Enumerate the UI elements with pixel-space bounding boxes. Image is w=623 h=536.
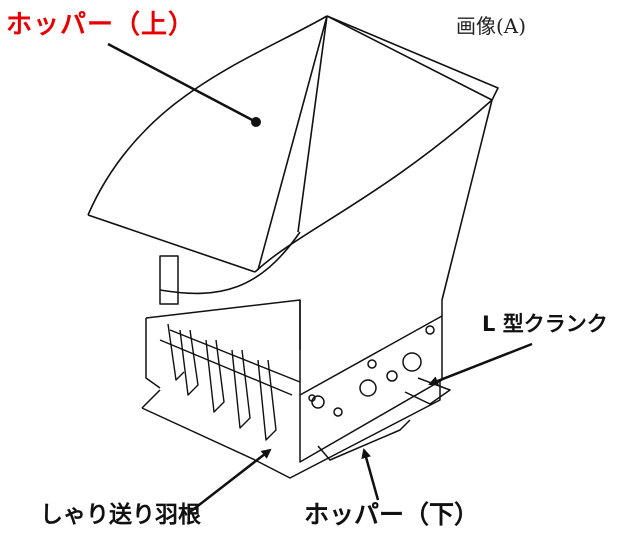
lower-hopper-shape bbox=[141, 255, 451, 479]
feed-blades-shape bbox=[159, 323, 301, 441]
leader-hopper-lower bbox=[361, 448, 380, 501]
figure-title: 画像(A) bbox=[456, 14, 527, 38]
leader-l-crank bbox=[428, 342, 533, 386]
feed-blade-label: しゃり送り羽根 bbox=[40, 502, 201, 528]
upper-hopper-shape bbox=[87, 15, 499, 301]
hopper-upper-label: ホッパー（上） bbox=[6, 10, 196, 40]
leader-hopper-upper bbox=[107, 42, 257, 124]
leader-blade bbox=[189, 448, 272, 513]
l-crank-label: L 型クランク bbox=[482, 312, 608, 336]
hopper-lower-label: ホッパー（下） bbox=[304, 500, 480, 529]
leader-dot bbox=[251, 117, 261, 127]
